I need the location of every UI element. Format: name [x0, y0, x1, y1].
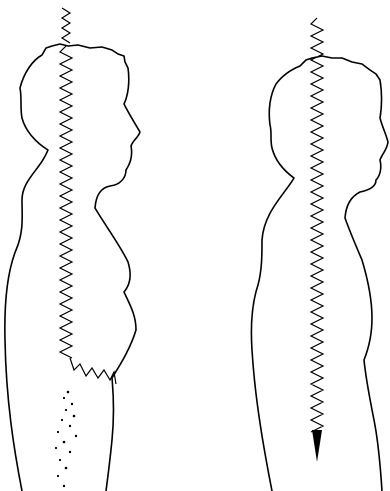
right-energy-zigzag-line [311, 18, 323, 432]
right-figure [251, 18, 388, 491]
left-figure [5, 8, 140, 491]
right-figure-outline [251, 56, 388, 491]
left-dotted-continuation [55, 391, 77, 487]
arrow-down-icon [312, 430, 322, 462]
left-figure-outline [5, 44, 140, 491]
left-waist-zigzag [70, 358, 116, 384]
left-head-top-zigzag [62, 8, 70, 43]
left-energy-zigzag-line [60, 46, 72, 358]
